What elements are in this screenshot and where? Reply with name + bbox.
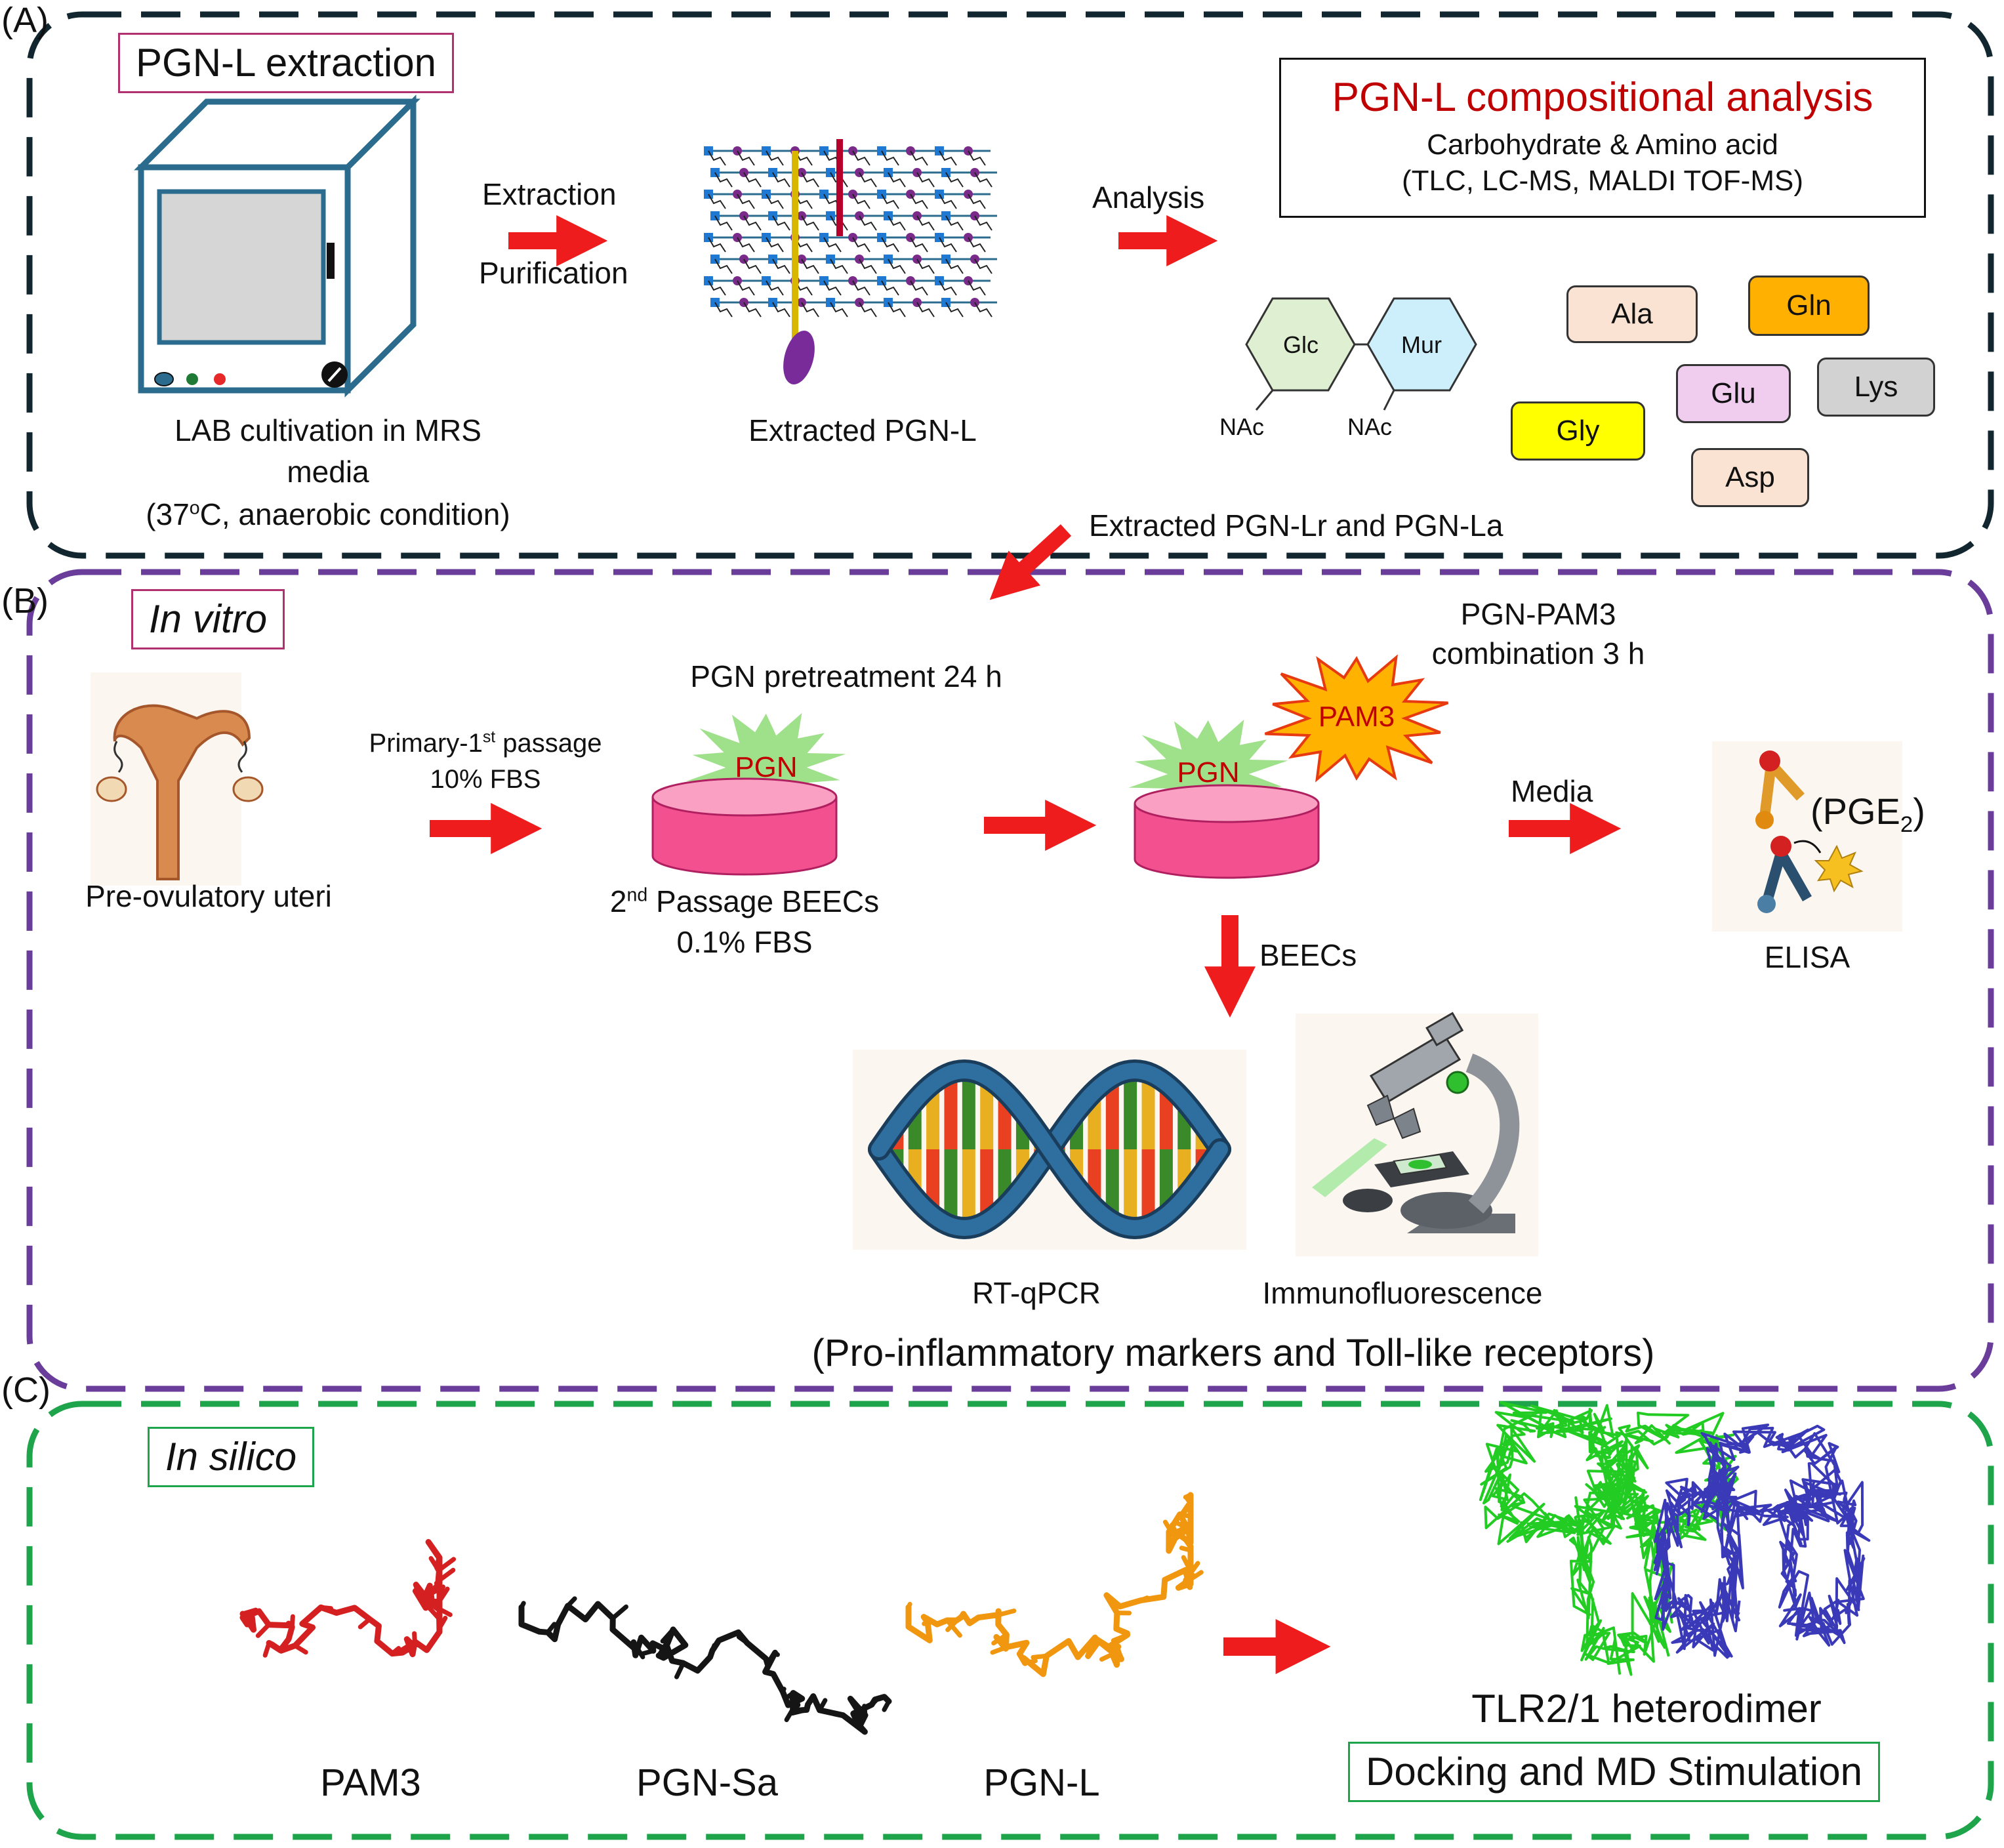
amino-acid-glu: Glu (1676, 364, 1791, 423)
uterus-caption: Pre-ovulatory uteri (85, 879, 332, 913)
step-primary-fbs: 10% FBS (430, 765, 541, 794)
method-box: Docking and MD Stimulation (1348, 1742, 1881, 1802)
panel-c-title: In silico (148, 1427, 315, 1487)
elisa-icon (1712, 741, 1902, 932)
amino-acid-asp: Asp (1691, 448, 1809, 507)
combo-caption-1: PGN-PAM3 (1460, 597, 1616, 631)
sugar-mur-sub: NAc (1347, 413, 1393, 440)
pgn-mesh-icon (704, 139, 997, 384)
molecule-pgn-sa (518, 1596, 892, 1735)
pgn-label-1: PGN (735, 751, 798, 783)
sugar-glc-sub: NAc (1219, 413, 1265, 440)
amino-acid-gln: Gln (1748, 276, 1870, 336)
step-purification-label: Purification (479, 256, 628, 290)
step-extraction-label: Extraction (482, 177, 617, 211)
molecule-pam3 (239, 1539, 457, 1658)
panel-b-letter: (B) (1, 581, 49, 621)
sugar-mur-label: Mur (1401, 331, 1442, 358)
amino-acid-ala: Ala (1566, 285, 1698, 343)
pam3-star (1264, 654, 1449, 783)
beecs-label: BEECs (1259, 938, 1357, 972)
flow-arrows (430, 215, 1622, 1674)
markers-caption: (Pro-inflammatory markers and Toll-like … (811, 1332, 1655, 1374)
incubator-caption-line1: LAB cultivation in MRS (174, 413, 481, 447)
panel-a-letter: (A) (1, 1, 49, 40)
immunofluorescence-label: Immunofluorescence (1262, 1276, 1543, 1310)
incubator-condition: (37oC, anaerobic condition) (146, 497, 510, 531)
amino-acid-gly: Gly (1511, 401, 1645, 461)
combo-caption-2: combination 3 h (1431, 636, 1645, 670)
protein-label: TLR2/1 heterodimer (1471, 1687, 1822, 1731)
sugar-glc-label: Glc (1283, 331, 1319, 358)
molecule-label-pgn-l: PGN-L (983, 1761, 1100, 1804)
molecule-pgn-l (905, 1492, 1204, 1677)
pam3-label: PAM3 (1318, 701, 1395, 733)
dish-caption-1: 2nd Passage BEECs (609, 884, 880, 918)
pretreat-caption: PGN pretreatment 24 h (690, 659, 1002, 693)
elisa-label: ELISA (1764, 940, 1851, 974)
incubator-icon (134, 94, 420, 398)
analysis-subtitle-2: (TLC, LC-MS, MALDI TOF-MS) (1402, 165, 1803, 197)
microscope-icon (1296, 1012, 1538, 1256)
panel-link-text: Extracted PGN-Lr and PGN-La (1089, 508, 1503, 543)
dish-caption-2: 0.1% FBS (676, 925, 813, 959)
pge2-label: (PGE2) (1810, 791, 1925, 838)
uterus-icon (91, 672, 264, 886)
panel-b-title: In vitro (131, 589, 285, 649)
step-primary-passage: Primary-1st passage (369, 728, 602, 758)
analysis-title: PGN-L compositional analysis (1332, 75, 1873, 120)
tlr-protein-icon (1479, 1401, 1871, 1676)
amino-acid-lys: Lys (1817, 358, 1935, 417)
analysis-box: PGN-L compositional analysis Carbohydrat… (1279, 58, 1926, 218)
step-analysis-label: Analysis (1092, 180, 1205, 215)
panel-a-title: PGN-L extraction (118, 33, 454, 93)
molecule-label-pam3: PAM3 (320, 1761, 421, 1804)
rtqpcr-label: RT-qPCR (972, 1276, 1101, 1310)
culture-dish-2 (1134, 784, 1320, 879)
pgn-caption: Extracted PGN-L (748, 413, 977, 447)
molecule-label-pgn-sa: PGN-Sa (636, 1761, 778, 1804)
culture-dish-1 (651, 777, 838, 876)
panel-b-frame (26, 569, 1994, 1392)
arrow-to-panel-b (989, 524, 1072, 600)
sugar-hexagons (1245, 297, 1477, 411)
analysis-subtitle-1: Carbohydrate & Amino acid (1427, 129, 1778, 161)
incubator-caption-line2: media (287, 455, 369, 489)
panel-c-frame (26, 1401, 1994, 1840)
pgn-label-2: PGN (1177, 756, 1240, 789)
media-label: Media (1511, 774, 1593, 808)
dna-icon (853, 1050, 1246, 1250)
panel-c-letter: (C) (1, 1370, 51, 1410)
